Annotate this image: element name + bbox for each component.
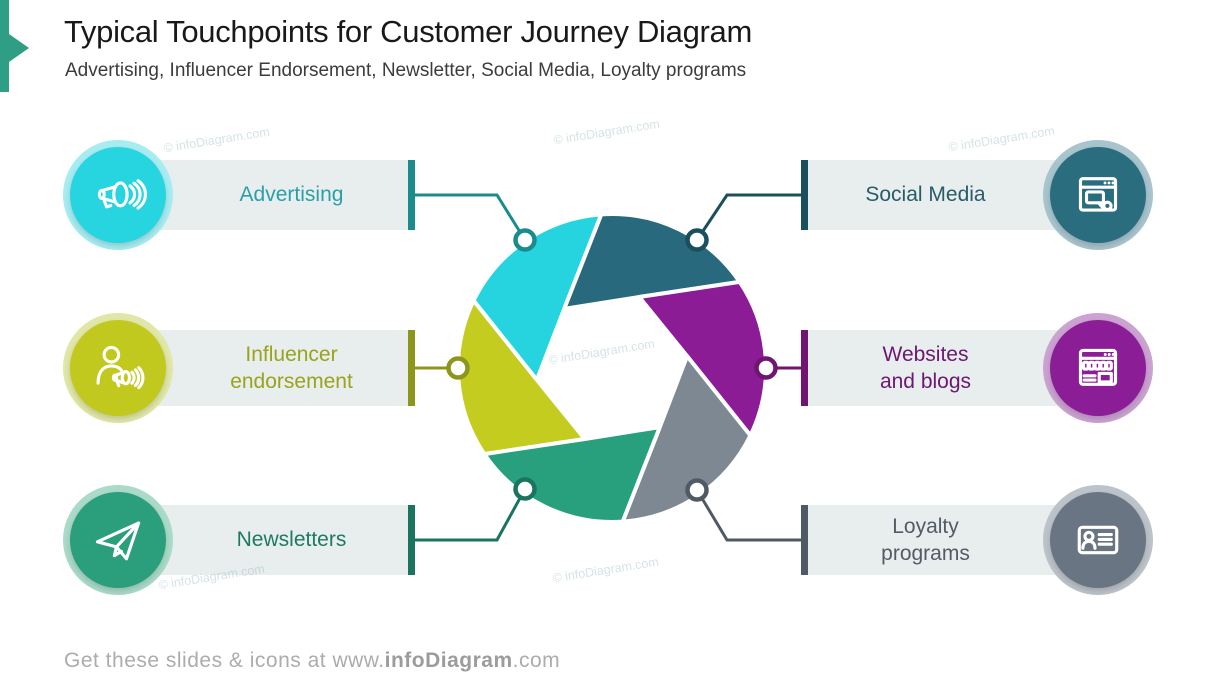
touchpoint-label: Websites and blogs (879, 342, 972, 393)
accent-bar (801, 330, 808, 406)
footer-credit: Get these slides & icons at www.infoDiag… (64, 649, 560, 673)
accent-bar (408, 505, 415, 575)
slide-edge-arrow-icon (0, 0, 29, 92)
touchpoint-websites-and-blogs: Websites and blogs (799, 313, 1153, 423)
touchpoint-label: Newsletters (236, 528, 347, 552)
footer-prefix: Get these slides & icons at www. (64, 649, 385, 672)
page-title: Typical Touchpoints for Customer Journey… (64, 14, 753, 49)
paper-plane-icon (70, 492, 166, 588)
touchpoint-social-media: Social Media (799, 140, 1153, 250)
megaphone-icon (70, 147, 166, 243)
accent-bar (408, 330, 415, 406)
accent-bar (801, 505, 808, 575)
browser-chat-icon (1050, 147, 1146, 243)
id-card-icon (1050, 492, 1146, 588)
page-subtitle: Advertising, Influencer Endorsement, New… (65, 60, 747, 81)
touchpoint-loyalty-programs: Loyalty programs (799, 485, 1153, 595)
footer-brand: infoDiagram (384, 649, 513, 672)
touchpoint-label: Loyalty programs (881, 514, 970, 565)
accent-bar (408, 160, 415, 230)
accent-bar (801, 160, 808, 230)
touchpoint-label: Social Media (865, 183, 986, 207)
touchpoint-label: Influencer endorsement (230, 342, 353, 393)
influencer-megaphone-icon (70, 320, 166, 416)
touchpoint-influencer-endorsement: Influencer endorsement (63, 313, 417, 423)
touchpoint-label: Advertising (239, 183, 344, 207)
touchpoint-newsletters: Newsletters (63, 485, 417, 595)
footer-suffix: .com (512, 649, 561, 672)
browser-blog-icon (1050, 320, 1146, 416)
touchpoint-advertising: Advertising (63, 140, 417, 250)
